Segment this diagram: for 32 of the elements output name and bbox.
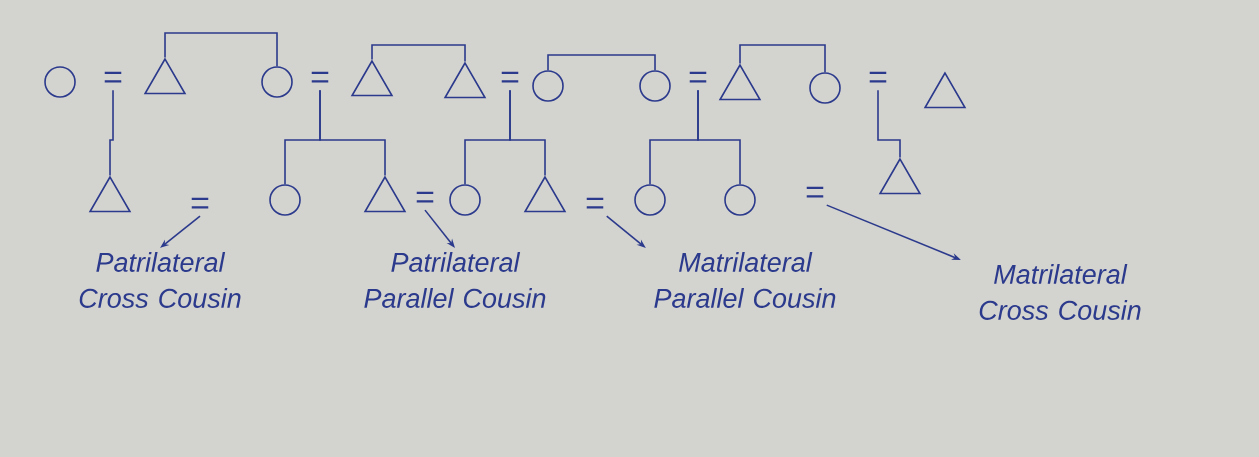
circle-symbol	[449, 184, 481, 216]
cousin-label: Patrilateral Parallel Cousin	[364, 252, 546, 308]
cousin-label: Matrilateral Cross Cousin	[979, 264, 1141, 320]
arrow	[160, 215, 201, 248]
sibling-bracket	[547, 54, 656, 71]
circle-symbol	[261, 66, 293, 98]
circle-symbol	[809, 72, 841, 104]
circle-symbol	[724, 184, 756, 216]
cousin-label: Patrilateral Cross Cousin	[79, 252, 241, 308]
marriage-sign: =	[191, 197, 209, 209]
sibling-bracket	[164, 32, 278, 67]
descent-line	[109, 89, 114, 177]
marriage-sign: =	[311, 71, 329, 83]
circle-symbol	[269, 184, 301, 216]
marriage-sign: =	[104, 71, 122, 83]
descent-line	[319, 89, 386, 177]
sibling-bracket	[371, 44, 466, 63]
descent-line	[697, 89, 741, 185]
marriage-sign: =	[501, 71, 519, 83]
marriage-sign: =	[416, 191, 434, 203]
marriage-sign: =	[586, 197, 604, 209]
marriage-sign: =	[869, 71, 887, 83]
descent-line	[877, 89, 901, 159]
circle-symbol	[44, 66, 76, 98]
circle-symbol	[639, 70, 671, 102]
marriage-sign: =	[689, 71, 707, 83]
marriage-sign: =	[806, 186, 824, 198]
sibling-bracket	[739, 44, 826, 73]
circle-symbol	[532, 70, 564, 102]
circle-symbol	[634, 184, 666, 216]
descent-line	[509, 89, 546, 177]
cousin-label: Matrilateral Parallel Cousin	[654, 252, 836, 308]
